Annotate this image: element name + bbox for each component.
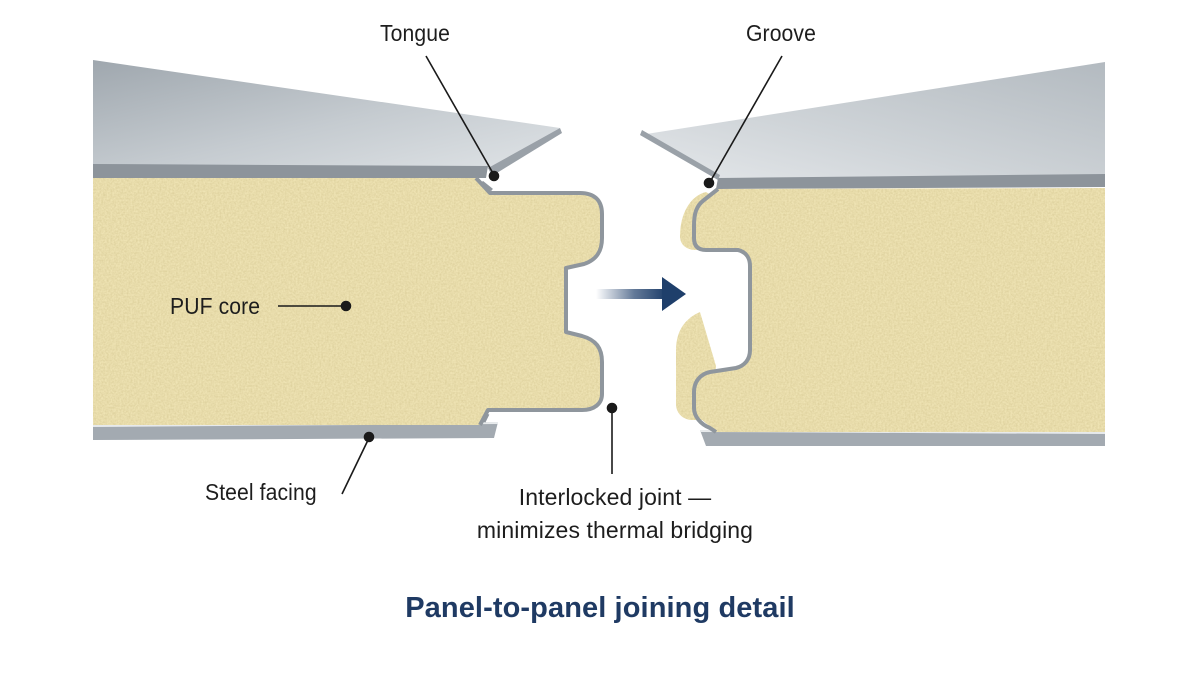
left-bottom-steel-facing bbox=[93, 422, 498, 440]
left-tongue-steel-skin bbox=[474, 176, 604, 426]
tongue-leader-line bbox=[425, 55, 495, 176]
arrow-right-icon bbox=[596, 277, 686, 311]
right-top-steel-edge bbox=[716, 174, 1105, 189]
joint-marker-dot bbox=[606, 402, 618, 414]
joint-label-line-2: minimizes thermal bridging bbox=[476, 517, 754, 543]
right-panel bbox=[640, 62, 1106, 446]
tongue-label: Tongue bbox=[380, 20, 450, 46]
right-bottom-steel-facing bbox=[700, 430, 1105, 446]
left-top-steel-edge bbox=[93, 164, 488, 178]
right-foam-core-groove bbox=[690, 188, 1105, 432]
joint-label: Interlocked joint — minimizes thermal br… bbox=[440, 481, 790, 547]
diagram-caption: Panel-to-panel joining detail bbox=[405, 592, 795, 624]
facing-label: Steel facing bbox=[205, 479, 317, 505]
left-top-steel-sheet bbox=[93, 60, 560, 168]
joint-label-line-1: Interlocked joint — bbox=[518, 484, 712, 510]
facing-leader-line bbox=[341, 437, 370, 495]
groove-marker-dot bbox=[703, 177, 715, 189]
left-panel bbox=[92, 60, 604, 440]
core-label: PUF core bbox=[170, 293, 261, 319]
right-top-steel-sheet bbox=[640, 62, 1105, 178]
right-groove-lower-lip bbox=[676, 312, 716, 420]
right-groove-steel-skin bbox=[692, 187, 752, 434]
groove-label: Groove bbox=[746, 20, 816, 46]
facing-marker-dot bbox=[363, 431, 375, 443]
core-marker-dot bbox=[340, 300, 352, 312]
groove-leader-line bbox=[709, 55, 783, 183]
tongue-marker-dot bbox=[488, 170, 500, 182]
leader-lines bbox=[278, 55, 783, 495]
